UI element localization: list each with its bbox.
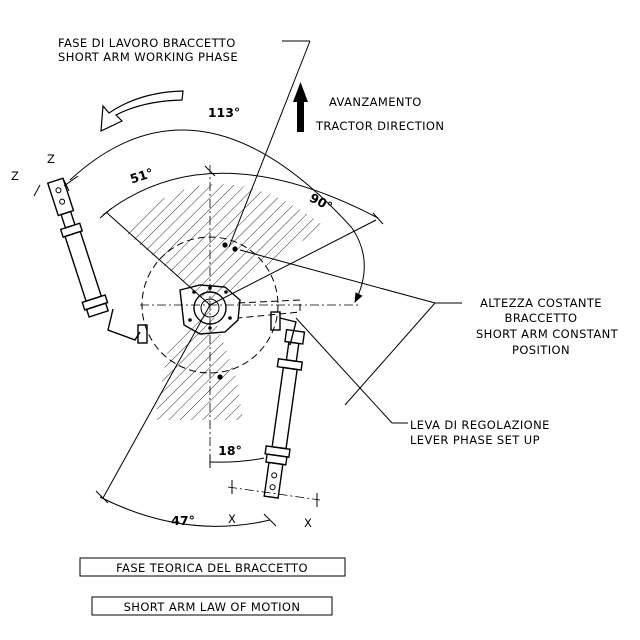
lever-label: LEVA DI REGOLAZIONE LEVER PHASE SET UP [295, 317, 550, 447]
arc-51-tick-center [204, 165, 216, 177]
right-arm-link [279, 317, 297, 346]
reference-dot [232, 246, 238, 252]
caption-law-text: SHORT ARM LAW OF MOTION [124, 600, 301, 614]
x-reference-line [227, 486, 321, 501]
angle-113: 113° [208, 105, 240, 120]
arc-90-tick-right [372, 212, 384, 225]
arc-18 [209, 457, 265, 463]
left-arm-hole [59, 198, 66, 205]
x-left-label: X [228, 512, 236, 526]
left-arm-head [46, 177, 75, 217]
right-arm-hole [269, 484, 276, 491]
angle-90: 90° [307, 190, 335, 214]
hub-bolt [208, 326, 212, 330]
arc-47-tick-left [95, 490, 109, 504]
constant-leader-lower [344, 302, 436, 406]
lever-italian: LEVA DI REGOLAZIONE [410, 418, 550, 432]
caption-theory-text: FASE TEORICA DEL BRACCETTO [116, 561, 308, 575]
arc-51-90 [102, 172, 379, 219]
constant-position-label: ALTEZZA COSTANTE BRACCETTO SHORT ARM CON… [239, 249, 619, 406]
constant-italian-2: BRACCETTO [505, 311, 578, 325]
hub-bolt [208, 286, 212, 290]
ray-51-left [105, 211, 211, 306]
right-arm-tube [271, 366, 298, 450]
reference-dot [222, 242, 228, 248]
tractor-arrow-head [293, 82, 308, 102]
caption-theory-box [79, 557, 346, 577]
hub-bolt [228, 316, 232, 320]
z-left-tick [33, 184, 41, 197]
caption-theory: FASE TEORICA DEL BRACCETTO [79, 557, 346, 577]
left-arm-blade [137, 324, 148, 344]
z-top-tick [63, 179, 70, 192]
hub-bolt [192, 290, 196, 294]
lever-leader [295, 317, 393, 424]
ray-90-right [209, 219, 377, 306]
left-arm-ring [81, 294, 109, 311]
angle-51: 51° [128, 165, 155, 187]
constant-english-2: POSITION [512, 343, 570, 357]
tractor-direction: AVANZAMENTO TRACTOR DIRECTION [293, 82, 444, 133]
right-arm-collar-top [284, 328, 306, 345]
caption-law-box [91, 596, 333, 616]
angle-47: 47° [171, 513, 195, 528]
constant-italian-1: ALTEZZA COSTANTE [480, 296, 602, 310]
rotor-hub [179, 284, 301, 335]
reference-dot [217, 374, 223, 380]
arc-113-end [351, 227, 365, 303]
left-arm-tube [64, 230, 103, 303]
arc-113 [69, 129, 353, 229]
tractor-arrow-shaft [297, 100, 304, 132]
rotation-arrow-shape [100, 90, 184, 132]
left-short-arm [46, 177, 148, 344]
arc-47 [99, 496, 271, 527]
z-top-label: Z [47, 152, 55, 166]
ray-47-left [102, 304, 211, 499]
right-arm-hole [271, 472, 278, 479]
hub-flange [179, 284, 241, 335]
rotation-arrow [100, 90, 184, 132]
hub-inner [200, 298, 220, 318]
hub-arm-extension [237, 299, 301, 319]
right-arm-neck [285, 341, 300, 363]
hub-bolt [188, 318, 192, 322]
tractor-direction-label: TRACTOR DIRECTION [315, 119, 444, 133]
arc-51-tick-left [99, 207, 113, 219]
working-phase-english: SHORT ARM WORKING PHASE [58, 50, 238, 64]
x-right-label: X [304, 516, 312, 530]
lever-english: LEVER PHASE SET UP [410, 433, 540, 447]
left-arm-hole [55, 187, 62, 194]
left-arm-foot [107, 308, 141, 341]
left-arm-ring [85, 302, 110, 318]
lower-working-sector [155, 305, 243, 420]
z-left-label: Z [11, 169, 19, 183]
arc-47-tick-right [263, 513, 277, 527]
hub-bolt [224, 290, 228, 294]
right-arm-head [263, 461, 284, 499]
caption-law: SHORT ARM LAW OF MOTION [91, 596, 333, 616]
working-phase-italian: FASE DI LAVORO BRACCETTO [58, 36, 236, 50]
constant-leader-upper [239, 249, 436, 304]
right-arm-blade [270, 311, 281, 331]
right-short-arm [263, 311, 306, 499]
angle-18: 18° [218, 443, 242, 458]
advance-label: AVANZAMENTO [329, 95, 422, 109]
hub-ring [193, 291, 227, 325]
constant-english-1: SHORT ARM CONSTANT [476, 327, 619, 341]
